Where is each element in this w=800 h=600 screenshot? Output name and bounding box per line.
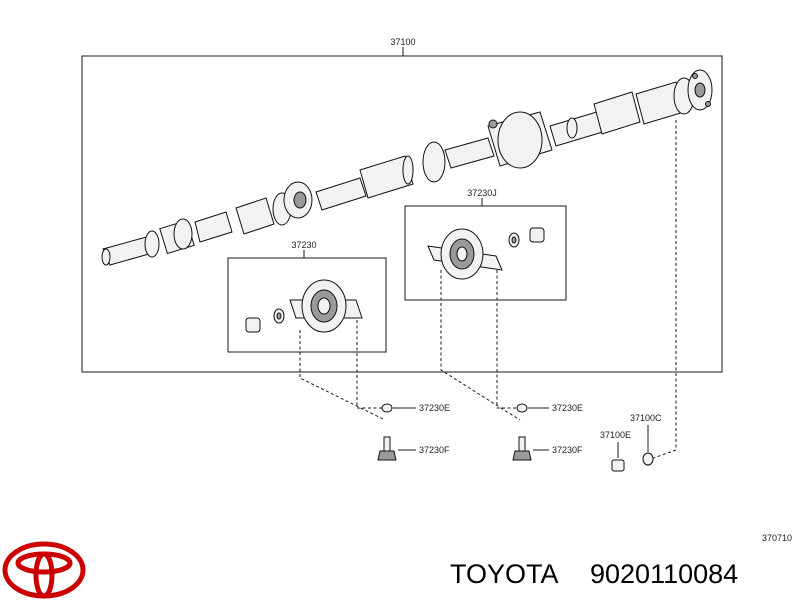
front-tube-a bbox=[194, 211, 233, 243]
label-37230e-left: 37230E bbox=[419, 403, 450, 413]
rear-tube-ring bbox=[566, 117, 578, 139]
washer-37100c bbox=[642, 452, 654, 466]
rear-flange-hub bbox=[694, 82, 706, 98]
label-37230: 37230 bbox=[291, 240, 316, 250]
leader-dash bbox=[647, 120, 677, 461]
propeller-shaft bbox=[101, 69, 713, 266]
flange-hole bbox=[705, 101, 711, 107]
assembly-frame bbox=[81, 55, 723, 373]
label-37230e-right: 37230E bbox=[552, 403, 583, 413]
box-37230 bbox=[227, 257, 387, 353]
label-37100e: 37100E bbox=[600, 430, 631, 440]
part-number: 9020110084 bbox=[590, 559, 738, 589]
rear-housing-bell bbox=[497, 111, 543, 169]
washer-37230e-right bbox=[516, 403, 528, 413]
stub-end bbox=[101, 248, 111, 266]
washer-37230e-left bbox=[381, 403, 393, 413]
leader-dash bbox=[299, 330, 386, 421]
bearing-bore bbox=[317, 297, 331, 315]
leader-dash bbox=[356, 320, 385, 409]
leader-dash bbox=[440, 270, 521, 421]
washer-hole bbox=[276, 312, 282, 320]
bearing-nut bbox=[529, 227, 545, 243]
flange-hole bbox=[692, 73, 698, 79]
bolt-37230f-right bbox=[518, 436, 526, 452]
middle-tube-b bbox=[359, 155, 414, 199]
drawing-code: 370710 bbox=[762, 533, 792, 543]
box-37230j bbox=[404, 205, 567, 301]
center-bearing-front bbox=[245, 279, 363, 333]
middle-tube-c bbox=[444, 137, 495, 169]
center-bearing-rear bbox=[427, 227, 545, 280]
front-yoke bbox=[144, 230, 160, 258]
bearing-bore bbox=[456, 246, 468, 262]
middle-tube-a bbox=[315, 177, 367, 211]
front-tube-b bbox=[235, 197, 275, 235]
toyota-logo-icon bbox=[2, 541, 86, 599]
housing-bolt bbox=[488, 119, 498, 129]
bolt-head bbox=[512, 450, 532, 461]
front-joint-cross bbox=[173, 218, 193, 250]
logo-vertical-ring bbox=[33, 551, 55, 599]
washer-hole bbox=[511, 236, 517, 244]
rear-tube-b bbox=[593, 91, 641, 135]
middle-tube-ring bbox=[402, 155, 414, 185]
logo-horizontal-ring bbox=[15, 551, 73, 575]
label-37230f-left: 37230F bbox=[419, 445, 450, 455]
dashed-leaders bbox=[299, 120, 677, 461]
label-37230j: 37230J bbox=[467, 188, 497, 198]
nut-37100e bbox=[611, 459, 625, 472]
fasteners-flange: 37100E 37100C bbox=[600, 413, 662, 472]
label-37100c: 37100C bbox=[630, 413, 662, 423]
center-joint-cross bbox=[293, 191, 307, 209]
leader-dash bbox=[496, 270, 520, 409]
bearing-nut bbox=[245, 317, 261, 333]
bolt-37230f-left bbox=[383, 436, 391, 452]
middle-flange bbox=[422, 141, 446, 183]
fasteners-left: 37230E 37230F bbox=[377, 403, 450, 461]
bolt-head bbox=[377, 450, 397, 461]
brand-name: TOYOTA bbox=[450, 559, 559, 589]
fasteners-right: 37230E 37230F bbox=[512, 403, 583, 461]
label-37100: 37100 bbox=[390, 37, 415, 47]
label-37230f-right: 37230F bbox=[552, 445, 583, 455]
